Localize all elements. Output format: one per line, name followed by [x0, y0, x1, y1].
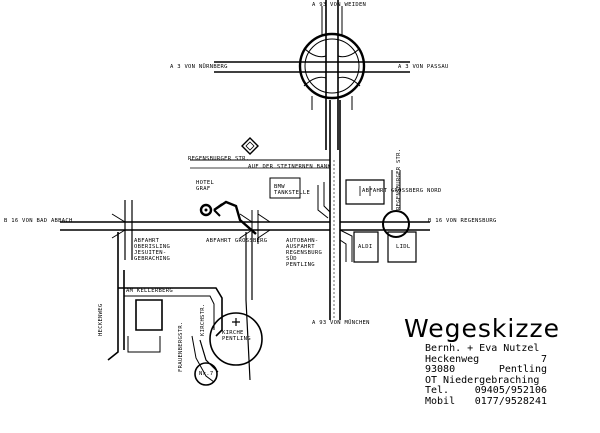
nr7-circle [194, 362, 218, 386]
label-kirchstr: KIRCHSTR. [200, 303, 206, 336]
page-title: Wegeskizze [404, 314, 560, 343]
autobahn-a93 [317, 100, 353, 320]
destination-marker-icon [199, 203, 213, 217]
label-b16-west: B 16 VON BAD ABBACH [4, 218, 73, 224]
label-b16-east: B 16 VON REGENSBURG [428, 218, 497, 224]
label-a3-east: A 3 VON PASSAU [398, 64, 449, 70]
label-lidl: LIDL [396, 244, 411, 250]
label-building-nord: ABFAHRT GROSSBERG NORD [362, 188, 442, 194]
label-nr7: Nr.7 [199, 371, 214, 377]
autobahn-interchange [214, 0, 410, 150]
address-line: Bernh. + Eva Nutzel [425, 343, 540, 354]
label-bmw: BMW TANKSTELLE [274, 184, 311, 196]
label-regensburger-str-vert: REGENSBURGER STR. [396, 148, 402, 210]
label-a93-south: A 93 VON MÜNCHEN [312, 320, 370, 326]
label-abfahrt-jesuiten: ABFAHRT OBERISLING JESUITEN- GEBRACHING [134, 238, 171, 262]
address-line: Tel.09405/952106 [425, 385, 547, 396]
label-frauenbergstr: FRAUENBERGSTR. [178, 321, 184, 372]
label-hotel: HOTEL GRAF [196, 180, 215, 192]
autobahn-diamond-icon [241, 137, 259, 155]
address-line: OT Niedergebraching [425, 374, 540, 386]
label-regensburger-str: REGENSBURGER STR. [188, 156, 250, 162]
label-a3-west: A 3 VON NÜRNBERG [170, 64, 228, 70]
path-to-destination [213, 200, 257, 235]
label-steinerne-bank: AUF DER STEINERNEN BANK [248, 164, 332, 170]
label-autobahn-ausfahrt: AUTOBAHN- AUSFAHRT REGENSBURG SÜD PENTLI… [286, 238, 323, 268]
church-icon [232, 318, 240, 326]
label-aldi: ALDI [358, 244, 373, 250]
roundabout-east [382, 210, 410, 238]
label-kirche: KIRCHE PENTLING [222, 330, 251, 342]
road-b16 [60, 200, 430, 260]
kirche-circle [209, 312, 263, 366]
label-a93-north: A 93 VON WEIDEN [312, 2, 367, 8]
road-regensburger-str [391, 170, 401, 210]
label-am-kellerberg: AM KELLERBERG [126, 288, 173, 294]
buildings [269, 177, 417, 263]
local-roads [107, 159, 330, 383]
label-abfahrt-grossberg: ABFAHRT GROSSBERG [206, 238, 268, 244]
label-heckenweg: HECKENWEG [98, 303, 104, 336]
